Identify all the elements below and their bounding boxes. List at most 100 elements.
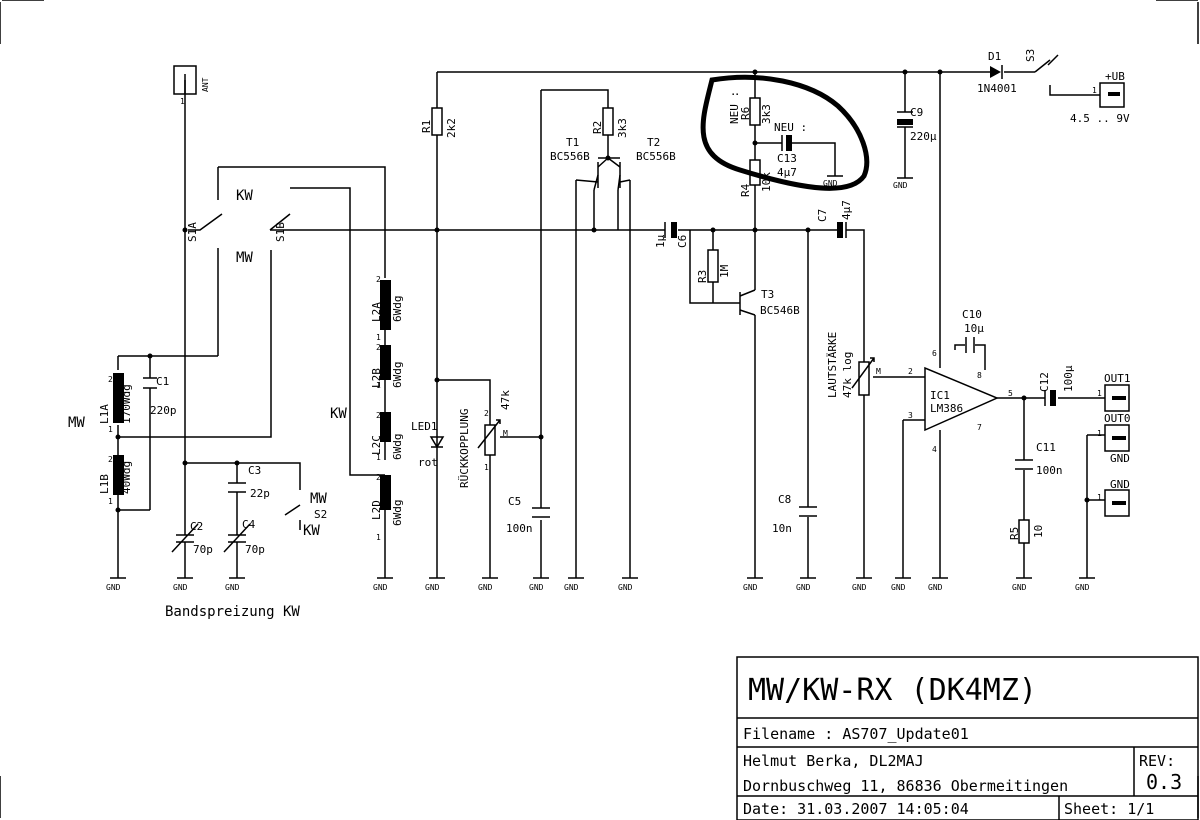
highlight-outline bbox=[700, 74, 870, 191]
svg-text:GND: GND bbox=[564, 583, 579, 592]
cap-c10 bbox=[965, 337, 975, 353]
svg-text:7: 7 bbox=[977, 423, 982, 432]
svg-text:6Wdg: 6Wdg bbox=[391, 434, 404, 461]
svg-text:6Wdg: 6Wdg bbox=[391, 362, 404, 389]
svg-text:8: 8 bbox=[977, 371, 982, 380]
led1 bbox=[429, 436, 445, 449]
coil-l1a bbox=[113, 373, 124, 423]
svg-text:1µ: 1µ bbox=[654, 234, 667, 248]
svg-text:6Wdg: 6Wdg bbox=[391, 296, 404, 323]
svg-text:GND: GND bbox=[796, 583, 811, 592]
svg-text:S1A: S1A bbox=[186, 222, 199, 242]
rev-label: REV: bbox=[1139, 752, 1175, 770]
svg-text:RÜCKKOPPLUNG: RÜCKKOPPLUNG bbox=[458, 409, 471, 488]
svg-text:3k3: 3k3 bbox=[616, 118, 629, 138]
svg-text:C10: C10 bbox=[962, 308, 982, 321]
svg-text:R1: R1 bbox=[420, 120, 433, 133]
cap-c5 bbox=[532, 507, 550, 518]
cap-c3 bbox=[228, 482, 246, 493]
amplifier-ic1 bbox=[924, 366, 999, 432]
component-labels: S1A S1B KW MW MW KW L1A 170Wdg L1B 40Wdg… bbox=[68, 49, 1131, 620]
pin-numbers: 1 21 21 21 21 21 21 21 M M 23 64 87 5 1 … bbox=[108, 86, 1102, 542]
svg-text:BC556B: BC556B bbox=[550, 150, 590, 163]
svg-text:1N4001: 1N4001 bbox=[977, 82, 1017, 95]
svg-text:R6: R6 bbox=[739, 107, 752, 120]
svg-text:GND: GND bbox=[928, 583, 943, 592]
svg-text:1: 1 bbox=[180, 97, 185, 106]
svg-text:R4: R4 bbox=[739, 183, 752, 197]
svg-text:2: 2 bbox=[376, 411, 381, 420]
svg-text:2k2: 2k2 bbox=[445, 118, 458, 138]
svg-text:rot: rot bbox=[418, 456, 438, 469]
svg-text:10: 10 bbox=[1032, 525, 1045, 538]
svg-text:LED1: LED1 bbox=[411, 420, 438, 433]
svg-text:3k3: 3k3 bbox=[760, 104, 773, 124]
author: Helmut Berka, DL2MAJ bbox=[743, 752, 924, 770]
coil-l2b bbox=[380, 345, 391, 380]
svg-text:GND: GND bbox=[1012, 583, 1027, 592]
svg-text:220p: 220p bbox=[150, 404, 177, 417]
svg-text:L2C: L2C bbox=[370, 435, 383, 455]
connector-out1 bbox=[1104, 384, 1130, 412]
svg-text:IC1: IC1 bbox=[930, 389, 950, 402]
ant-label: ANT bbox=[201, 77, 210, 92]
svg-text:NEU :: NEU : bbox=[728, 91, 741, 124]
svg-text:OUT0: OUT0 bbox=[1104, 412, 1131, 425]
svg-text:KW: KW bbox=[303, 523, 320, 539]
date: Date: 31.03.2007 14:05:04 bbox=[743, 800, 969, 818]
svg-text:GND: GND bbox=[529, 583, 544, 592]
svg-text:C11: C11 bbox=[1036, 441, 1056, 454]
svg-text:1: 1 bbox=[376, 381, 381, 390]
svg-text:47k: 47k bbox=[499, 390, 512, 410]
svg-text:NEU :: NEU : bbox=[774, 121, 807, 134]
svg-text:L1B: L1B bbox=[98, 474, 111, 494]
svg-text:S1B: S1B bbox=[274, 222, 287, 242]
svg-text:R2: R2 bbox=[591, 121, 604, 134]
cap-c11 bbox=[1015, 459, 1033, 470]
svg-text:MW: MW bbox=[236, 250, 253, 266]
svg-text:220µ: 220µ bbox=[910, 130, 937, 143]
svg-text:1: 1 bbox=[376, 453, 381, 462]
svg-text:170Wdg: 170Wdg bbox=[120, 384, 133, 424]
capacitors bbox=[143, 111, 1046, 518]
svg-text:GND: GND bbox=[1110, 478, 1130, 491]
svg-text:C4: C4 bbox=[242, 518, 256, 531]
svg-text:2: 2 bbox=[108, 375, 113, 384]
svg-text:LM386: LM386 bbox=[930, 402, 963, 415]
svg-text:C3: C3 bbox=[248, 464, 261, 477]
svg-text:4: 4 bbox=[932, 445, 937, 454]
svg-text:LAUTSTÄRKE: LAUTSTÄRKE bbox=[826, 332, 839, 398]
address: Dornbuschweg 11, 86836 Obermeitingen bbox=[743, 777, 1068, 795]
svg-text:MW: MW bbox=[310, 491, 327, 507]
svg-text:GND: GND bbox=[106, 583, 121, 592]
title-block: MW/KW-RX (DK4MZ) Filename : AS707_Update… bbox=[736, 656, 1199, 820]
svg-text:1: 1 bbox=[108, 497, 113, 506]
svg-text:3: 3 bbox=[908, 411, 913, 420]
pot-arrows bbox=[477, 357, 875, 449]
svg-text:2: 2 bbox=[376, 343, 381, 352]
title: MW/KW-RX (DK4MZ) bbox=[748, 673, 1037, 708]
svg-text:70p: 70p bbox=[245, 543, 265, 556]
svg-text:L2D: L2D bbox=[370, 500, 383, 520]
cap-c9 bbox=[897, 111, 913, 128]
svg-text:S3: S3 bbox=[1024, 49, 1037, 62]
switches bbox=[269, 59, 1051, 231]
connector-ub bbox=[1099, 82, 1125, 108]
diode-d1 bbox=[990, 65, 1003, 79]
svg-text:C2: C2 bbox=[190, 520, 203, 533]
svg-text:GND: GND bbox=[1075, 583, 1090, 592]
svg-text:D1: D1 bbox=[988, 50, 1001, 63]
trimmer-caps bbox=[171, 520, 251, 555]
svg-text:4µ7: 4µ7 bbox=[840, 200, 853, 220]
svg-text:Bandspreizung KW: Bandspreizung KW bbox=[165, 604, 300, 620]
svg-text:KW: KW bbox=[236, 188, 253, 204]
svg-text:2: 2 bbox=[108, 455, 113, 464]
svg-text:2: 2 bbox=[908, 367, 913, 376]
coil-l2a bbox=[380, 280, 391, 330]
svg-text:T3: T3 bbox=[761, 288, 774, 301]
svg-text:C13: C13 bbox=[777, 152, 797, 165]
svg-text:6Wdg: 6Wdg bbox=[391, 500, 404, 527]
svg-text:GND: GND bbox=[852, 583, 867, 592]
svg-text:BC556B: BC556B bbox=[636, 150, 676, 163]
